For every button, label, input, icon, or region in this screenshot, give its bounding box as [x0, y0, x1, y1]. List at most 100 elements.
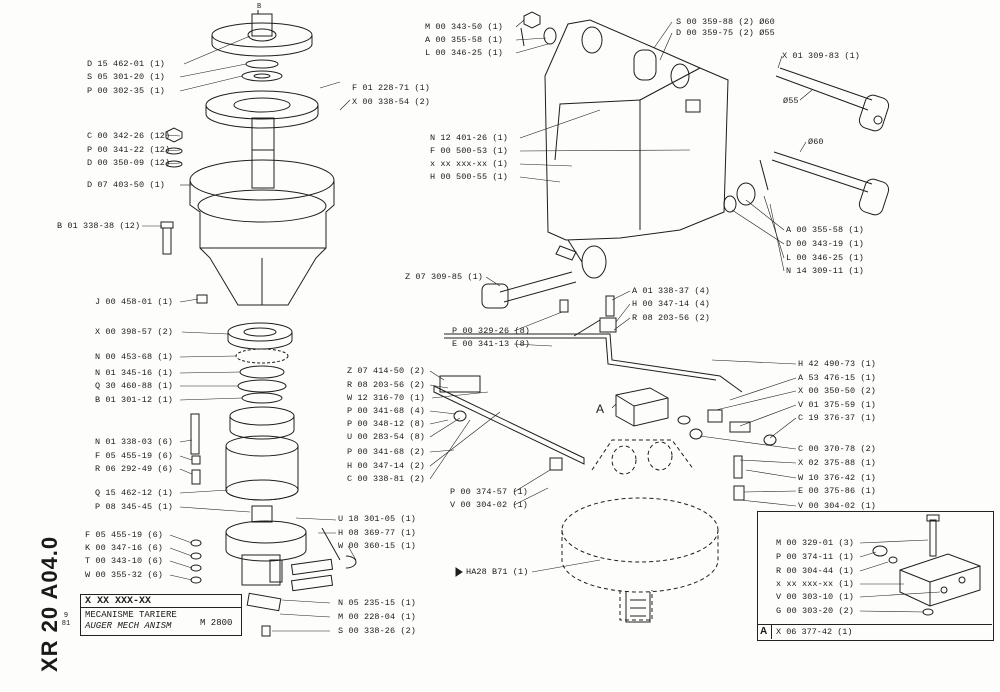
- leader-lines: [142, 19, 941, 632]
- part-callout: P 00 302-35 (1): [87, 86, 166, 96]
- pin-x01-309-83: [775, 67, 890, 132]
- part-callout: E 00 341-13 (8): [452, 339, 531, 349]
- dimension-mark: B: [257, 3, 262, 11]
- part-callout: X 00 398-57 (2): [95, 327, 174, 337]
- part-callout: W 00 360-15 (1): [338, 541, 417, 551]
- part-callout: F 00 500-53 (1): [430, 146, 509, 156]
- part-callout: P 00 341-68 (4): [347, 406, 426, 416]
- part-callout: R 00 304-44 (1): [776, 566, 855, 576]
- dimension-mark: Ø55: [783, 96, 799, 106]
- output-flange: [225, 435, 299, 501]
- part-callout: HA28 B71 (1): [466, 567, 529, 577]
- part-callout: Q 15 462-12 (1): [95, 488, 174, 498]
- part-callout: Q 30 460-88 (1): [95, 381, 174, 391]
- drawing-code: XR 20 A04.0: [37, 535, 62, 672]
- drive-shaft: [251, 117, 275, 189]
- part-callout: A 00 355-58 (1): [786, 225, 865, 235]
- part-callout: E 00 375-86 (1): [798, 486, 877, 496]
- fittings: [453, 409, 777, 501]
- bracket-bar: [433, 375, 585, 465]
- part-callout: N 01 338-03 (6): [95, 437, 174, 447]
- part-callout: M 00 228-04 (1): [338, 612, 417, 622]
- inset-divider: [757, 624, 992, 625]
- part-callout: H 00 347-14 (4): [632, 299, 711, 309]
- part-callout: U 00 283-54 (8): [347, 432, 426, 442]
- part-callout: D 00 343-19 (1): [786, 239, 865, 249]
- part-callout: L 00 346-25 (1): [425, 48, 504, 58]
- small-parts-stack: [191, 455, 201, 485]
- part-callout: N 00 453-68 (1): [95, 352, 174, 362]
- pin-washers: [723, 182, 756, 213]
- part-callout: H 00 500-55 (1): [430, 172, 509, 182]
- bolt-cluster-top: [559, 295, 617, 333]
- title-english: AUGER MECH ANISM: [85, 621, 172, 631]
- dimension-mark: Ø60: [808, 137, 824, 147]
- part-callout: R 06 292-49 (6): [95, 464, 174, 474]
- part-callout: C 00 338-81 (2): [347, 474, 426, 484]
- part-callout: T 00 343-10 (6): [85, 556, 164, 566]
- part-callout: P 00 374-11 (1): [776, 552, 855, 562]
- part-callout: S 00 359-88 (2) Ø60: [676, 17, 775, 27]
- part-callout: S 00 338-26 (2): [338, 626, 417, 636]
- part-callout: V 01 375-59 (1): [798, 400, 877, 410]
- model-number: M 2800: [200, 618, 233, 628]
- part-callout: W 10 376-42 (1): [798, 473, 877, 483]
- part-callout: D 07 403-50 (1): [87, 180, 166, 190]
- title-divider: [81, 607, 241, 608]
- ring-nut: [237, 365, 287, 393]
- castle-nut: [251, 505, 273, 523]
- part-callout: W 12 316-70 (1): [347, 393, 426, 403]
- part-callout: Z 07 414-50 (2): [347, 366, 426, 376]
- part-callout: D 15 462-01 (1): [87, 59, 166, 69]
- revision-mark: 9 81: [61, 612, 71, 628]
- pins-and-clip: [290, 527, 357, 592]
- part-callout: A 00 355-58 (1): [425, 35, 504, 45]
- part-callout: B 01 338-38 (12): [57, 221, 141, 231]
- inset-letter: A: [760, 626, 768, 637]
- part-callout: F 05 455-19 (6): [85, 530, 164, 540]
- top-flange: [211, 10, 313, 57]
- part-callout: P 00 341-22 (12): [87, 145, 171, 155]
- valve-block: [615, 387, 669, 427]
- part-callout: A 01 338-37 (4): [632, 286, 711, 296]
- part-code: X XX XXX-XX: [85, 596, 152, 607]
- part-callout: V 00 304-02 (1): [798, 501, 877, 511]
- part-callout: D 00 350-09 (12): [87, 158, 171, 168]
- part-callout: R 08 203-56 (2): [347, 380, 426, 390]
- part-callout: X 01 309-83 (1): [782, 51, 861, 61]
- inset-frame: [757, 511, 994, 641]
- part-callout: F 01 228-71 (1): [352, 83, 431, 93]
- part-callout: N 14 309-11 (1): [786, 266, 865, 276]
- boom-bracket: [544, 19, 729, 279]
- part-callout: U 18 301-05 (1): [338, 514, 417, 524]
- part-callout: P 00 329-26 (8): [452, 326, 531, 336]
- part-callout: H 08 369-77 (1): [338, 528, 417, 538]
- part-callout: X 00 350-50 (2): [798, 386, 877, 396]
- inset-separator: [771, 624, 772, 639]
- lock-washer: [235, 348, 289, 364]
- hydraulic-pipe: [444, 319, 743, 393]
- auger-motor: [561, 439, 719, 621]
- part-callout: C 19 376-37 (1): [798, 413, 877, 423]
- part-callout: N 05 235-15 (1): [338, 598, 417, 608]
- part-callout: M 00 329-01 (3): [776, 538, 855, 548]
- part-callout: P 00 341-68 (2): [347, 447, 426, 457]
- inset-valve-block: [872, 514, 981, 616]
- title-block: X XX XXX-XX MECANISME TARIERE AUGER MECH…: [80, 594, 242, 636]
- bolt-b01: [160, 221, 174, 255]
- part-callout: A 53 476-15 (1): [798, 373, 877, 383]
- part-callout: F 05 455-19 (6): [95, 451, 174, 461]
- bearing-upper: [227, 322, 293, 350]
- part-callout: C 00 342-26 (12): [87, 131, 171, 141]
- part-callout: J 00 458-01 (1): [95, 297, 174, 307]
- part-callout: N 01 345-16 (1): [95, 368, 174, 378]
- output-hub: [225, 520, 307, 586]
- part-callout: N 12 401-26 (1): [430, 133, 509, 143]
- arrow-icon: [455, 567, 463, 577]
- part-callout: V 00 304-02 (1): [450, 500, 529, 510]
- part-callout: K 00 347-16 (6): [85, 543, 164, 553]
- washers-left: [190, 539, 202, 584]
- part-callout: V 00 303-10 (1): [776, 592, 855, 602]
